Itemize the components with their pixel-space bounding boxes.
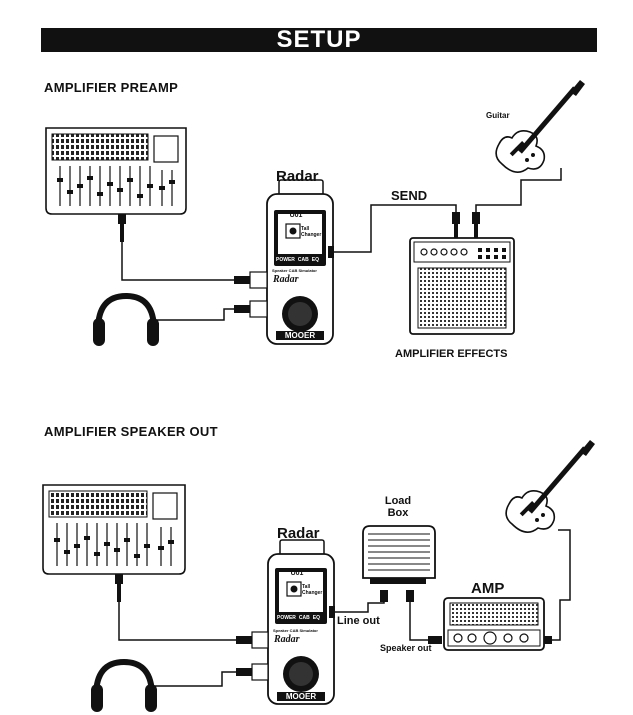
cable-plugs-speaker-out (115, 574, 552, 676)
cab-button-label-2: CAB (298, 615, 310, 621)
power-button-label: POWER (276, 257, 295, 263)
section-title-speaker-out: AMPLIFIER SPEAKER OUT (44, 424, 218, 439)
mooer-logo-speaker-out: MOOER (285, 692, 317, 701)
load-box-label-line1: Load (384, 495, 412, 507)
pedal-screen-line2-speaker-out: Changer (302, 590, 323, 596)
radar-pedal-speaker-out (251, 539, 335, 705)
mixer-console-speaker-out (42, 484, 186, 575)
pedal-screen-text-speaker-out: Tall Changer (302, 584, 322, 596)
combo-amplifier (409, 237, 515, 335)
pedal-label-speaker-out: Radar (277, 525, 320, 542)
pedal-preset-preamp: U01 (289, 212, 303, 219)
line-out-label: Line out (337, 615, 380, 627)
headphones-preamp (93, 292, 159, 346)
pedal-buttons-speaker-out: POWER CAB EQ (277, 615, 320, 621)
pedal-screen-text-preamp: Tall Changer (301, 226, 321, 238)
send-label: SEND (391, 188, 428, 203)
pedal-label-preamp: Radar (276, 168, 319, 185)
amplifier-effects-label: AMPLIFIER EFFECTS (395, 348, 508, 360)
radar-pedal-preamp (249, 179, 334, 345)
speaker-out-label: Speaker out (380, 643, 432, 653)
eq-button-label-2: EQ (312, 615, 320, 621)
load-box-label: Load Box (372, 495, 424, 519)
pedal-subtitle-preamp: Speaker CAB Simulator (272, 268, 317, 273)
power-button-label-2: POWER (277, 615, 296, 621)
pedal-subtitle-speaker-out: Speaker CAB Simulator (273, 628, 318, 633)
amp-label: AMP (471, 580, 505, 597)
pedal-brand-preamp: Radar (273, 274, 299, 285)
cable-plugs-preamp (118, 212, 480, 313)
pedal-screen-line2-preamp: Changer (301, 232, 322, 238)
pedal-brand-speaker-out: Radar (274, 634, 300, 645)
pedal-preset-speaker-out: U01 (290, 570, 304, 577)
mooer-logo-preamp: MOOER (284, 331, 316, 340)
amp-head (443, 597, 545, 651)
cab-button-label: CAB (297, 257, 309, 263)
pedal-buttons-preamp: POWER CAB EQ (276, 257, 319, 263)
section-title-preamp: AMPLIFIER PREAMP (44, 80, 179, 95)
guitar-label: Guitar (486, 111, 510, 120)
load-box-label-line2: Box (387, 507, 409, 519)
page-title: SETUP (276, 26, 362, 53)
mixer-console-preamp (45, 127, 187, 215)
pedal-screen-line1-preamp: Tall (301, 226, 310, 232)
pedal-screen-line1-speaker-out: Tall (302, 584, 311, 590)
guitar-preamp (495, 80, 585, 173)
headphones-speaker-out (91, 658, 157, 712)
load-box (362, 525, 436, 584)
page-title-banner: SETUP (41, 28, 597, 52)
eq-button-label: EQ (311, 257, 319, 263)
guitar-speaker-out (505, 440, 595, 533)
